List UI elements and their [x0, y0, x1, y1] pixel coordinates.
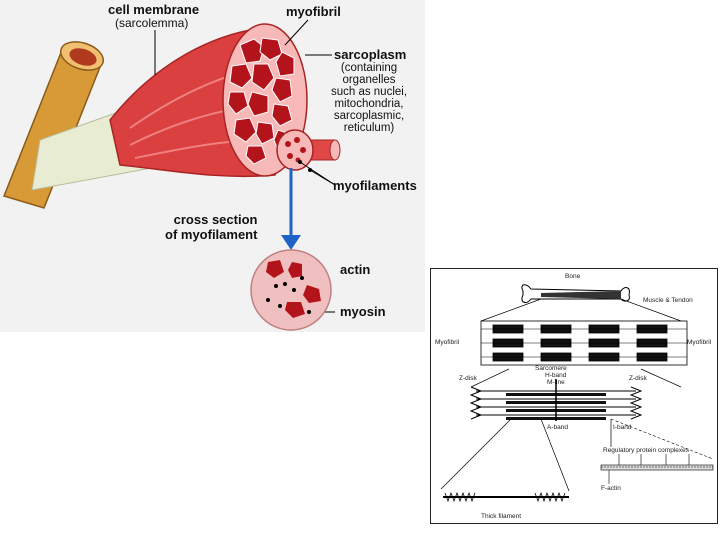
- sarcoplasm-description: (containing organelles such as nuclei, m…: [330, 62, 408, 134]
- m-line-label: M-line: [547, 379, 565, 386]
- regulatory-label: Regulatory protein complexes: [603, 447, 689, 454]
- sarcoplasm-label: sarcoplasm: [334, 47, 407, 62]
- cross-section-label: cross section of myofilament: [165, 212, 258, 242]
- thick-filament-label: Thick filament: [481, 513, 522, 520]
- sarcomere-illustration: [440, 284, 714, 503]
- muscle-anatomy-panel: cell membrane (sarcolemma) myofibril sar…: [0, 0, 425, 332]
- z-disk-left-label: Z-disk: [459, 375, 477, 382]
- h-band-label: H-band: [545, 372, 567, 379]
- muscle-tendon-label: Muscle & Tendon: [643, 297, 693, 304]
- sarcomere-diagram-panel: Bone Muscle & Tendon Myofibril Myofibril…: [430, 268, 718, 524]
- i-band-label: I-band: [613, 424, 632, 431]
- z-disk-right-label: Z-disk: [629, 375, 647, 382]
- myosin-label: myosin: [340, 304, 386, 319]
- myofibril-left-label: Myofibril: [435, 339, 460, 346]
- arrow-down-icon: [281, 168, 301, 250]
- myofibril-right-label: Myofibril: [687, 339, 712, 346]
- bone-label: Bone: [565, 273, 581, 280]
- actin-label: actin: [340, 262, 371, 277]
- myofibril-label: myofibril: [286, 4, 341, 19]
- sarcolemma-label: (sarcolemma): [115, 16, 189, 30]
- myofilaments-label: myofilaments: [333, 178, 417, 193]
- cell-membrane-label: cell membrane: [108, 2, 200, 17]
- a-band-label: A-band: [547, 424, 568, 431]
- muscle-illustration: [3, 19, 341, 331]
- bone-shape: [3, 41, 105, 209]
- sarcomere-label: Sarcomere: [535, 365, 567, 372]
- f-actin-label: F-actin: [601, 485, 621, 492]
